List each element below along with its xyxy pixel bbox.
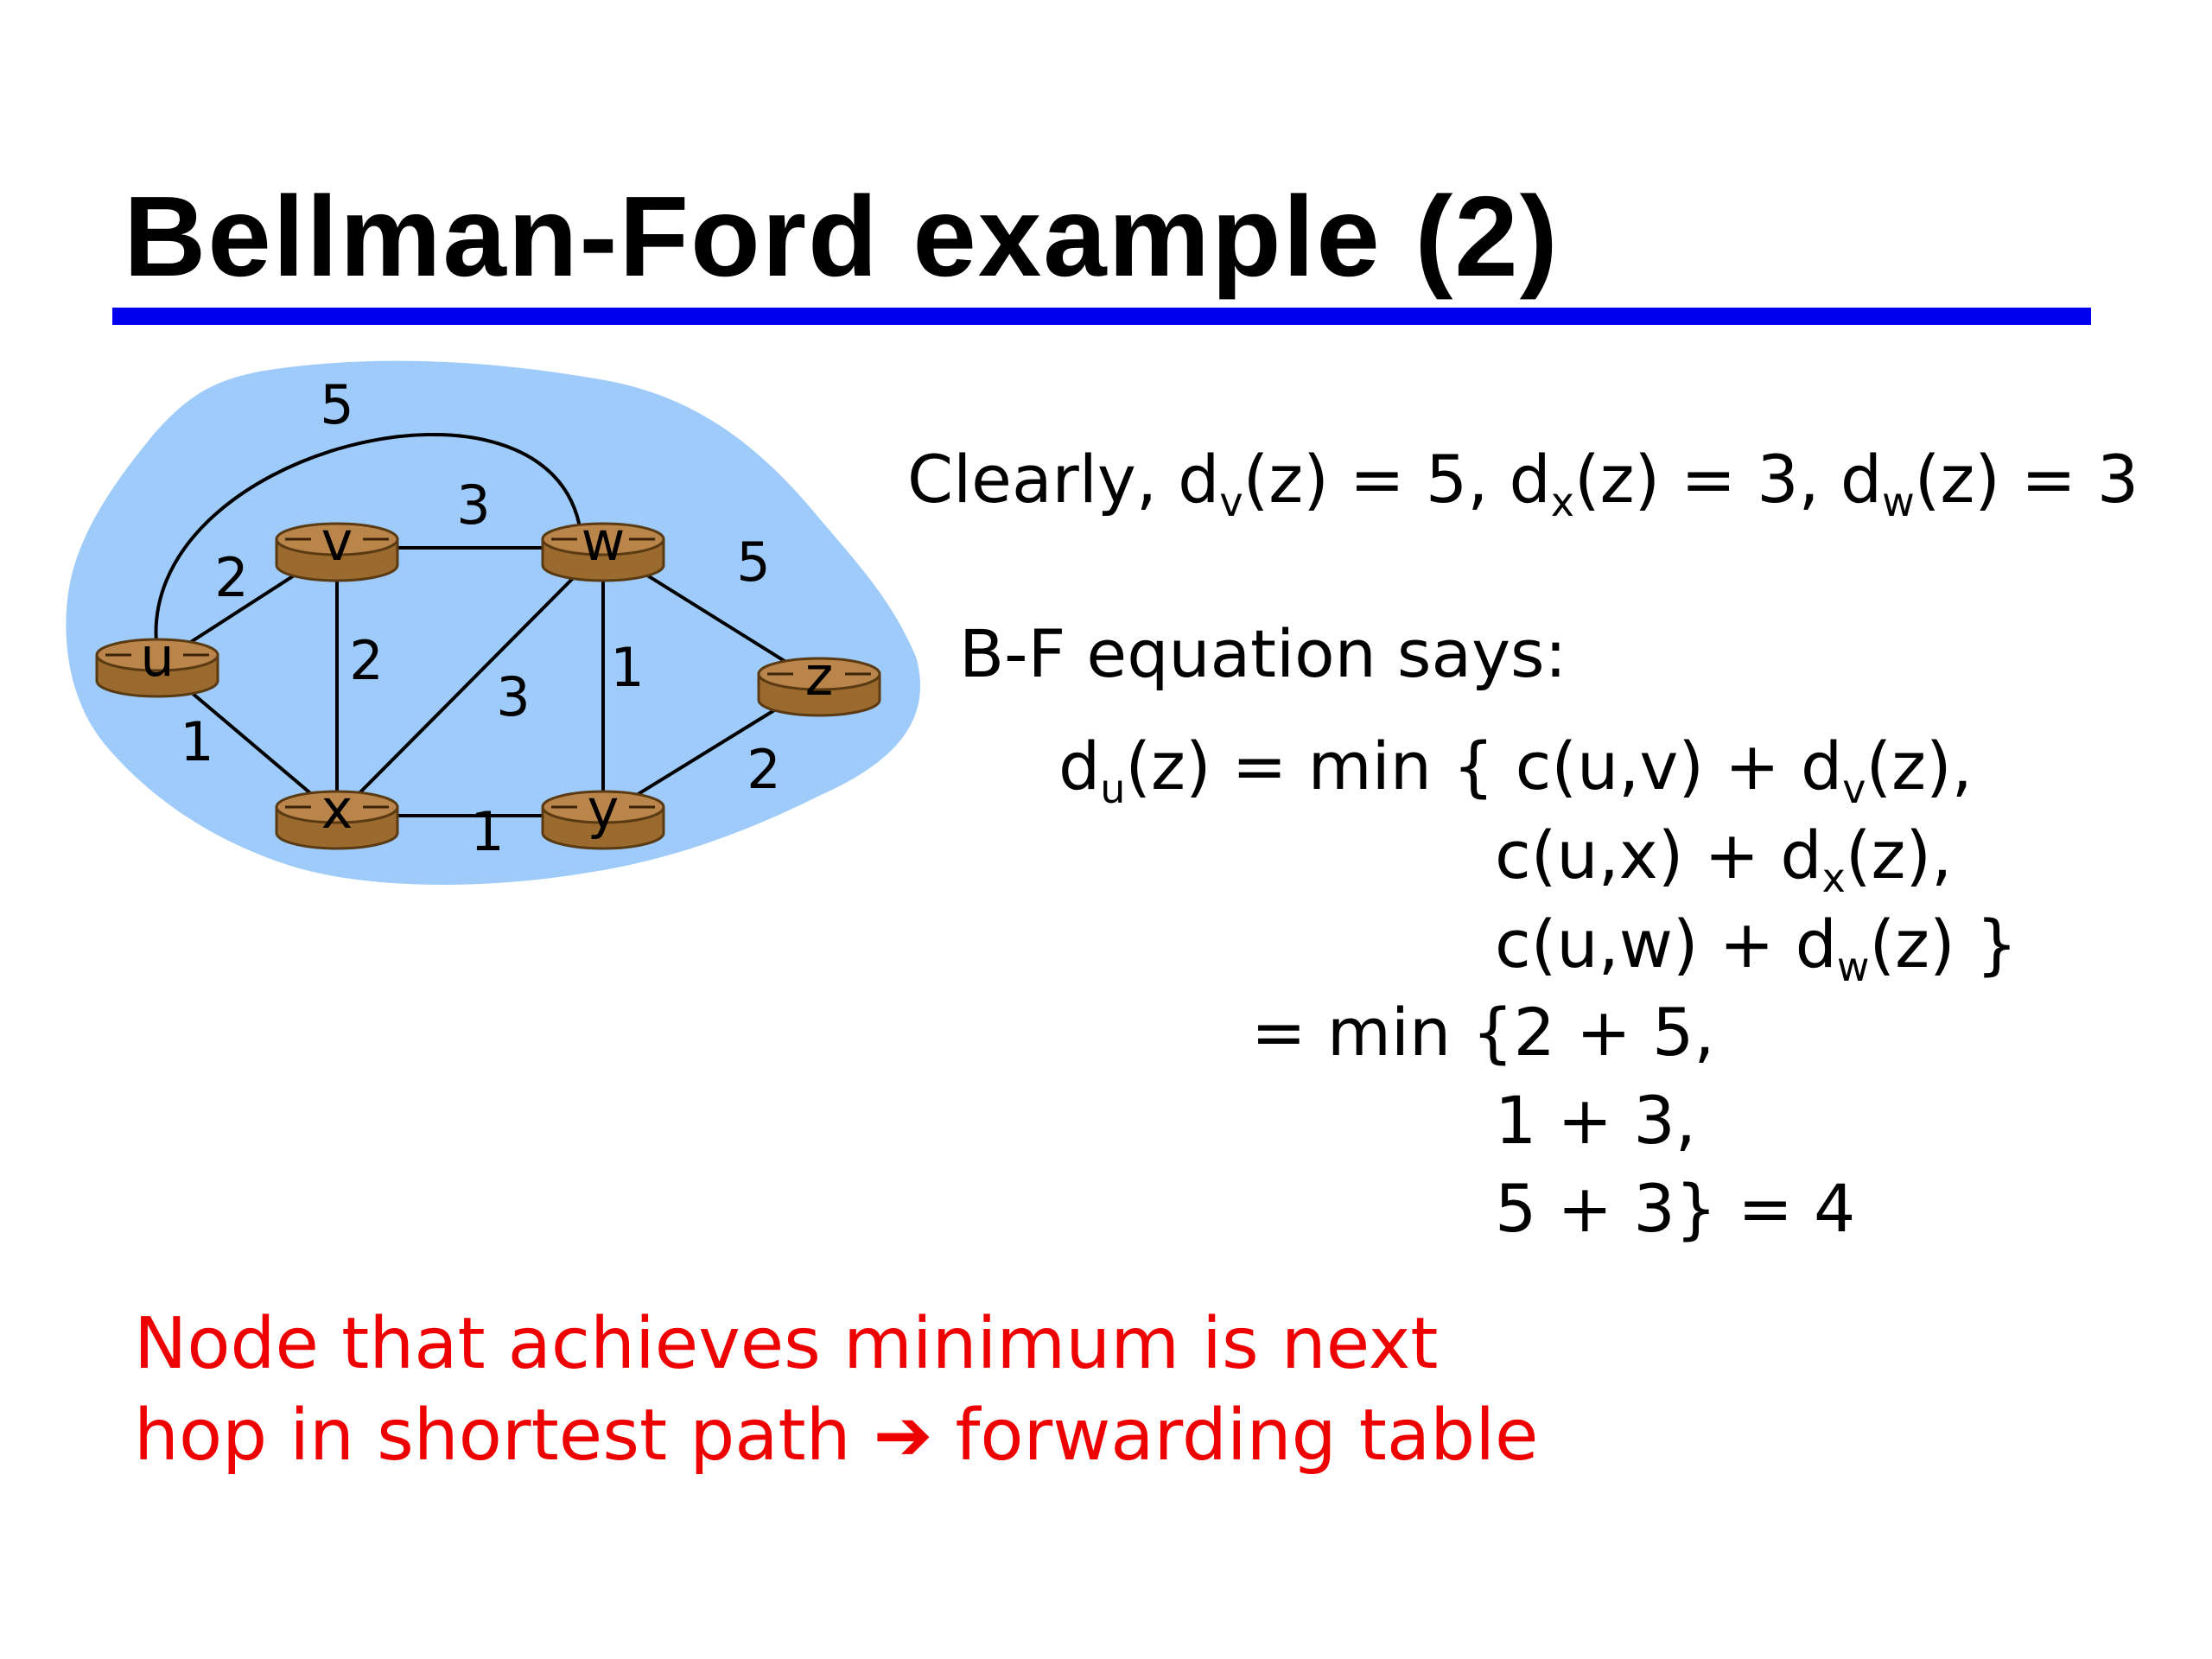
edge-cost-v-x: 2 bbox=[349, 629, 383, 692]
node-label-u: u bbox=[140, 626, 174, 689]
edge-cost-w-z: 5 bbox=[736, 531, 770, 594]
clearly-sub-w: w bbox=[1882, 479, 1915, 525]
edge-cost-v-w: 3 bbox=[456, 474, 490, 537]
clearly-text-4: (z) = 3 bbox=[1914, 441, 2139, 518]
router-z: z bbox=[757, 645, 881, 717]
edge-cost-w-x: 3 bbox=[496, 665, 530, 728]
router-icon-top bbox=[757, 657, 881, 691]
edge-w-x bbox=[335, 546, 605, 817]
edge-cost-u-x: 1 bbox=[180, 710, 213, 773]
router-icon-top bbox=[275, 522, 399, 556]
clearly-text-3: (z) = 3, d bbox=[1574, 441, 1883, 518]
edge-cost-w-y: 1 bbox=[610, 636, 644, 699]
note-line-2-end: forwarding table bbox=[955, 1395, 1539, 1477]
equation-line-2: c(u,x) + dx(z), bbox=[1495, 817, 1953, 898]
router-y: y bbox=[541, 778, 665, 850]
right-arrow-icon: ➔ bbox=[873, 1395, 933, 1477]
edge-u-w bbox=[154, 433, 582, 652]
equation-line-6: 5 + 3} = 4 bbox=[1495, 1170, 1856, 1247]
equation-line-5: 1 + 3, bbox=[1495, 1082, 1696, 1159]
router-icon-top bbox=[541, 790, 665, 824]
note-line-2-start: hop in shortest path bbox=[134, 1395, 851, 1477]
eq-sub-w: w bbox=[1836, 944, 1870, 990]
note-line-2: hop in shortest path ➔ forwarding table bbox=[134, 1395, 1538, 1477]
eq-l1-body: (z) = min { c(u,v) + d bbox=[1125, 728, 1843, 804]
eq-l2-end: (z), bbox=[1845, 817, 1953, 893]
eq-sub-v: v bbox=[1842, 766, 1866, 812]
node-label-w: w bbox=[582, 510, 626, 573]
nodes-group: u v w x y z bbox=[95, 510, 881, 850]
node-label-y: y bbox=[588, 778, 620, 841]
bf-heading: B-F equation says: bbox=[959, 615, 1567, 692]
router-w: w bbox=[541, 510, 665, 582]
router-icon-top bbox=[541, 522, 665, 556]
clearly-text-2: (z) = 5, d bbox=[1243, 441, 1551, 518]
eq-l3-end: (z) } bbox=[1869, 906, 2018, 982]
title-underline bbox=[112, 308, 2091, 325]
eq-sub-x: x bbox=[1821, 855, 1846, 901]
equation-line-4: = min {2 + 5, bbox=[1251, 994, 1715, 1071]
clearly-text-1: Clearly, d bbox=[907, 441, 1220, 518]
eq-d: d bbox=[1058, 728, 1101, 804]
clearly-sub-v: v bbox=[1219, 479, 1243, 525]
equation-line-3: c(u,w) + dw(z) } bbox=[1495, 906, 2018, 987]
node-label-v: v bbox=[321, 510, 353, 573]
edge-cost-y-z: 2 bbox=[747, 738, 780, 801]
router-u: u bbox=[95, 626, 219, 698]
slide-title: Bellman-Ford example (2) bbox=[124, 173, 1560, 300]
note-line-1: Node that achieves minimum is next bbox=[134, 1303, 1439, 1385]
eq-l3-body: c(u,w) + d bbox=[1495, 906, 1837, 982]
router-x: x bbox=[275, 778, 399, 850]
edge-cost-u-v: 2 bbox=[214, 546, 248, 609]
router-icon-top bbox=[275, 790, 399, 824]
edge-cost-u-w: 5 bbox=[320, 373, 353, 436]
clearly-line: Clearly, dv(z) = 5, dx(z) = 3, dw(z) = 3 bbox=[907, 441, 2139, 522]
router-icon-top bbox=[95, 638, 219, 672]
clearly-sub-x: x bbox=[1550, 479, 1574, 525]
eq-l1-end: (z), bbox=[1866, 728, 1973, 804]
edge-cost-x-y: 1 bbox=[470, 800, 504, 863]
eq-l2-body: c(u,x) + d bbox=[1495, 817, 1822, 893]
edge-labels-group: 5 3 2 2 3 1 5 1 1 2 bbox=[180, 373, 780, 863]
eq-sub-u: u bbox=[1100, 766, 1126, 812]
node-label-x: x bbox=[321, 778, 353, 841]
equation-line-1: du(z) = min { c(u,v) + dv(z), bbox=[1058, 728, 1973, 809]
node-label-z: z bbox=[805, 645, 834, 708]
router-v: v bbox=[275, 510, 399, 582]
